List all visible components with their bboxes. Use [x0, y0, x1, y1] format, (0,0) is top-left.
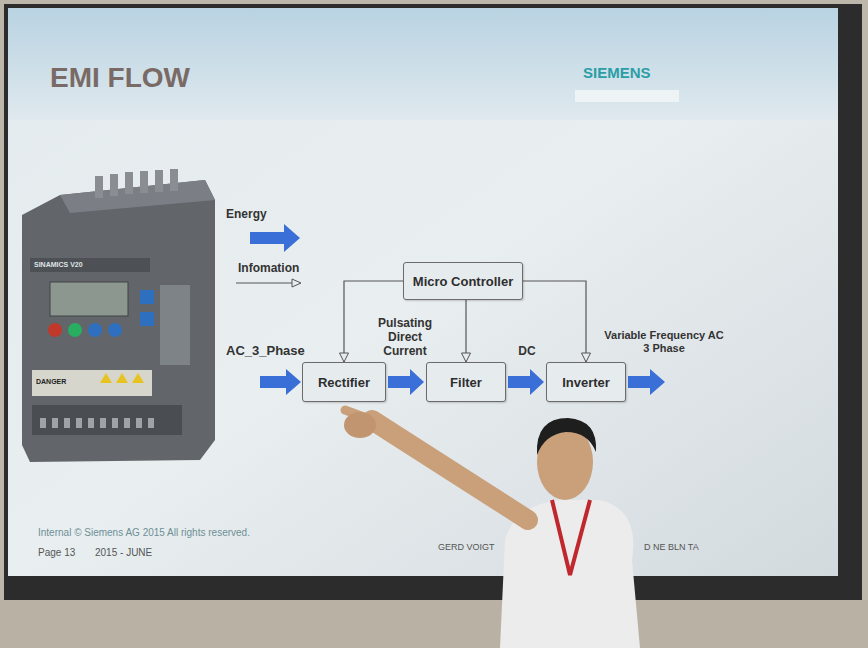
energy-legend-arrow: [250, 224, 300, 252]
information-legend-arrow: [236, 279, 301, 287]
box-label: Inverter: [562, 375, 610, 390]
output-energy-arrow: [628, 369, 665, 395]
footer-date: 2015 - JUNE: [95, 547, 152, 559]
signal-name: AC_3_Phase: [226, 344, 305, 359]
logo-text: SIEMENS: [583, 64, 651, 81]
footer-author: GERD VOIGT: [438, 542, 495, 552]
edge-label: Pulsating Direct Current: [366, 317, 444, 358]
information-arrow: [462, 300, 471, 362]
wall-lower: [0, 600, 868, 648]
process-box: Inverter: [546, 362, 626, 402]
slide-title: EMI FLOW: [50, 62, 190, 94]
screen-frame: [4, 4, 862, 600]
edge-label: DC: [512, 345, 542, 359]
energy-arrow: [508, 369, 544, 395]
input-energy-arrow: [260, 369, 301, 395]
process-box: Rectifier: [302, 362, 386, 402]
footer-dept: D NE BLN TA: [644, 542, 699, 552]
controller-box: Micro Controller: [403, 262, 523, 300]
footer-note: Internal © Siemens AG 2015 All rights re…: [38, 527, 250, 539]
energy-arrow: [388, 369, 424, 395]
warning-label: DANGER: [36, 378, 66, 386]
box-label: Rectifier: [318, 375, 370, 390]
slide: [8, 8, 838, 576]
header-band: [8, 8, 838, 120]
drive-illustration: [22, 169, 215, 462]
legend-text: Energy: [226, 208, 267, 222]
logo-band: [575, 90, 679, 102]
page-number: Page 13: [38, 547, 75, 559]
signal-name: Variable Frequency AC 3 Phase: [600, 329, 728, 354]
device-model: SINAMICS V20: [34, 261, 83, 269]
box-label: Micro Controller: [413, 274, 513, 289]
legend-text: Infomation: [238, 262, 299, 276]
box-label: Filter: [450, 375, 482, 390]
process-box: Filter: [426, 362, 506, 402]
